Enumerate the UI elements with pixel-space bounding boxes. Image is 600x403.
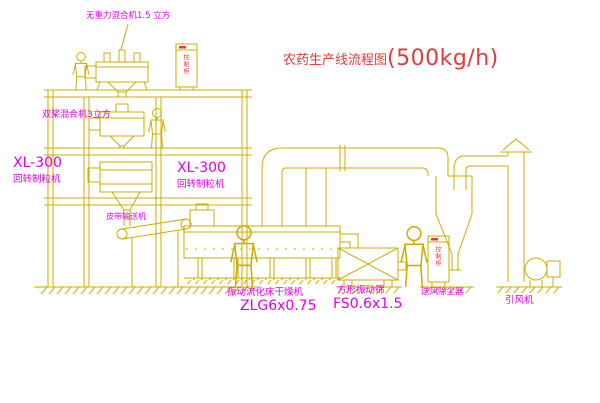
label-sieve-name: 方形振动筛 <box>337 285 385 296</box>
ground <box>34 277 562 294</box>
label-granulator-left-name: 回转制粒机 <box>13 174 61 185</box>
control-cabinet-1 <box>175 43 198 90</box>
label-granulator-left-model: XL-300 <box>13 155 62 171</box>
worker-figure <box>72 51 90 91</box>
cyclone-separator <box>435 155 508 271</box>
label-granulator-center-name: 回转制粒机 <box>177 179 225 190</box>
control-cabinet-2 <box>427 235 450 287</box>
label-sieve-model: FS0.6x1.5 <box>333 296 403 312</box>
exhaust-duct <box>261 145 449 226</box>
cabinet-1-text: 控制柜 <box>182 54 189 75</box>
label-belt-conveyor: 皮带输送机 <box>106 212 146 221</box>
title-text: 农药生产线流程图 <box>283 53 388 68</box>
worker-figure <box>400 225 428 288</box>
square-sieve <box>337 233 407 287</box>
label-dryer-name: 振动流化床干燥机 <box>227 287 304 298</box>
platform-structure <box>44 89 252 287</box>
title-capacity: (500kg/h) <box>387 46 499 71</box>
exhaust-stack <box>500 138 532 282</box>
label-dryer-model: ZLG6x0.75 <box>240 298 317 314</box>
cabinet-2-text: 控制柜 <box>434 246 441 267</box>
belt-conveyor <box>116 218 192 287</box>
label-top-mixer: 无重力混合机1.5 立方 <box>86 11 171 21</box>
diagram-title: 农药生产线流程图(500kg/h) <box>283 46 499 71</box>
gravity-mixer <box>84 23 149 97</box>
worker-figure <box>148 108 166 149</box>
leader-line <box>120 23 129 51</box>
label-dust-blower: 送风除尘器 <box>421 287 464 297</box>
granulator <box>87 161 153 226</box>
paddle-mixer <box>88 103 145 148</box>
label-induced-fan: 引风机 <box>505 295 534 306</box>
induced-draft-fan <box>524 257 561 287</box>
label-granulator-center-model: XL-300 <box>177 160 226 176</box>
label-paddle-mixer: 双桨混合机3立方 <box>42 110 111 120</box>
